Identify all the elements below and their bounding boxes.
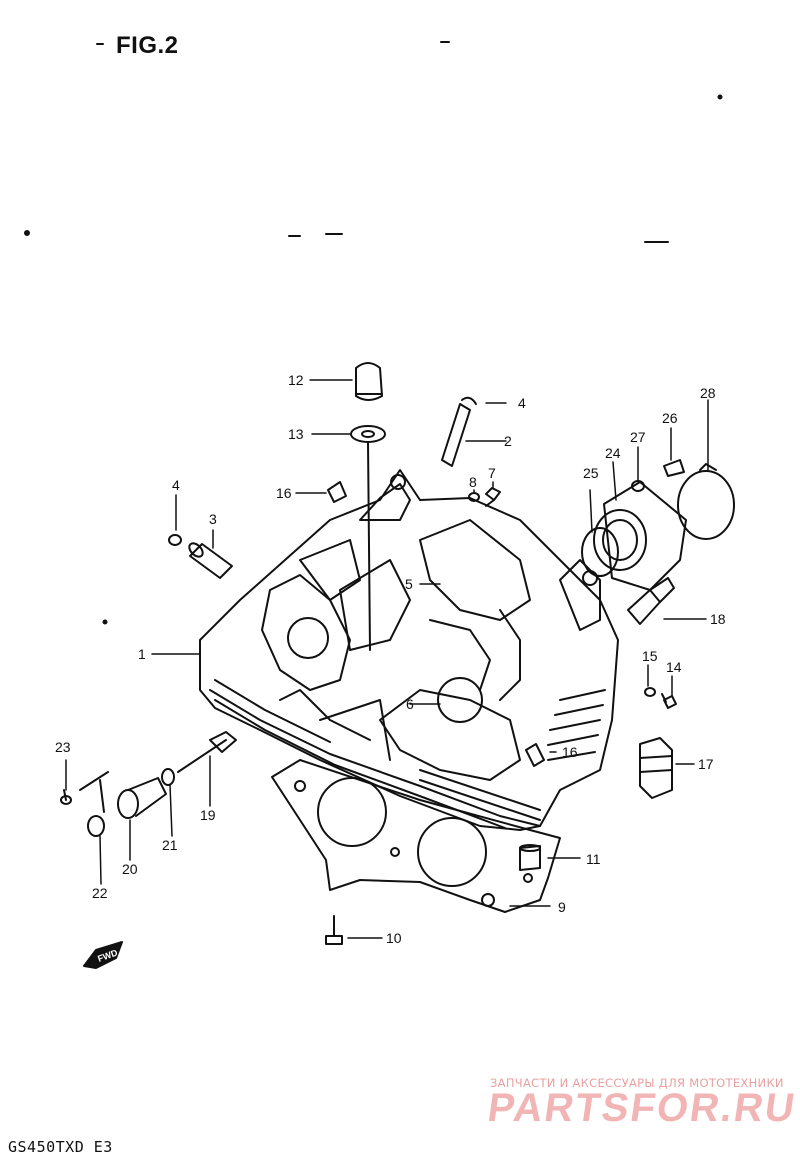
tachometer-shaft xyxy=(177,731,237,773)
scan-specks xyxy=(24,41,723,625)
clamp-screw xyxy=(663,459,685,477)
watermark-brand: PARTSFOR.RU xyxy=(484,1086,800,1130)
figure-title: FIG.2 xyxy=(116,32,179,59)
cylinder-head-gasket xyxy=(271,759,561,913)
callout-10: 10 xyxy=(386,930,402,946)
cap-plug xyxy=(87,815,105,837)
callout-6: 6 xyxy=(406,696,414,712)
callout-2: 2 xyxy=(504,433,512,449)
callout-27: 27 xyxy=(630,429,646,445)
watermark-tagline: ЗАПЧАСТИ И АКСЕССУАРЫ ДЛЯ МОТОТЕХНИКИ xyxy=(490,1076,784,1090)
callout-12: 12 xyxy=(288,372,304,388)
callout-13: 13 xyxy=(288,426,304,442)
callout-20: 20 xyxy=(122,861,138,877)
callout-23: 23 xyxy=(55,739,71,755)
callout-7: 7 xyxy=(488,465,496,481)
callout-16-lower: 16 xyxy=(562,744,578,760)
screw-small xyxy=(661,693,677,709)
o-ring xyxy=(581,527,619,577)
tachometer-housing xyxy=(117,777,167,819)
bolt-small xyxy=(485,487,501,507)
callout-1: 1 xyxy=(138,646,146,662)
cap-nut xyxy=(355,362,383,401)
washer-tiny xyxy=(644,687,656,697)
fwd-arrow: FWD xyxy=(83,941,123,969)
callout-14: 14 xyxy=(666,659,682,675)
guide-lines xyxy=(79,771,109,813)
callout-17: 17 xyxy=(698,756,714,772)
damper-block xyxy=(639,737,673,799)
plug-upper xyxy=(327,481,347,503)
washer-small xyxy=(468,492,480,502)
callout-4-top: 4 xyxy=(518,395,526,411)
hose-clamp xyxy=(677,463,735,540)
model-code: GS450TXD E3 xyxy=(8,1138,113,1156)
callout-15: 15 xyxy=(642,648,658,664)
spark-plug xyxy=(627,577,675,625)
callout-labels: 12 13 16 4 2 7 8 4 3 1 5 6 25 24 27 26 2… xyxy=(55,372,726,946)
callout-3: 3 xyxy=(209,511,217,527)
callout-18: 18 xyxy=(710,611,726,627)
valve-guide xyxy=(188,542,233,579)
callout-21: 21 xyxy=(162,837,178,853)
dowel-pin xyxy=(519,844,541,871)
callout-16-upper: 16 xyxy=(276,485,292,501)
callout-25: 25 xyxy=(583,465,599,481)
callout-4-left: 4 xyxy=(172,477,180,493)
callout-26: 26 xyxy=(662,410,678,426)
callout-24: 24 xyxy=(605,445,621,461)
clamp-washer xyxy=(631,480,645,492)
callout-28: 28 xyxy=(700,385,716,401)
washer xyxy=(350,425,386,443)
callout-8: 8 xyxy=(469,474,477,490)
leader-lines xyxy=(65,379,709,939)
callout-22: 22 xyxy=(92,885,108,901)
callout-9: 9 xyxy=(558,899,566,915)
rocker-shaft xyxy=(441,396,477,467)
callout-5: 5 xyxy=(405,576,413,592)
callout-19: 19 xyxy=(200,807,216,823)
plug-lower xyxy=(525,743,545,767)
oil-seal xyxy=(161,768,175,786)
screw-tach xyxy=(60,789,72,805)
callout-11: 11 xyxy=(586,851,601,867)
circlip xyxy=(168,534,182,546)
cylinder-head xyxy=(199,469,619,831)
head-bolt xyxy=(325,915,343,945)
stud-bolt xyxy=(367,441,371,651)
